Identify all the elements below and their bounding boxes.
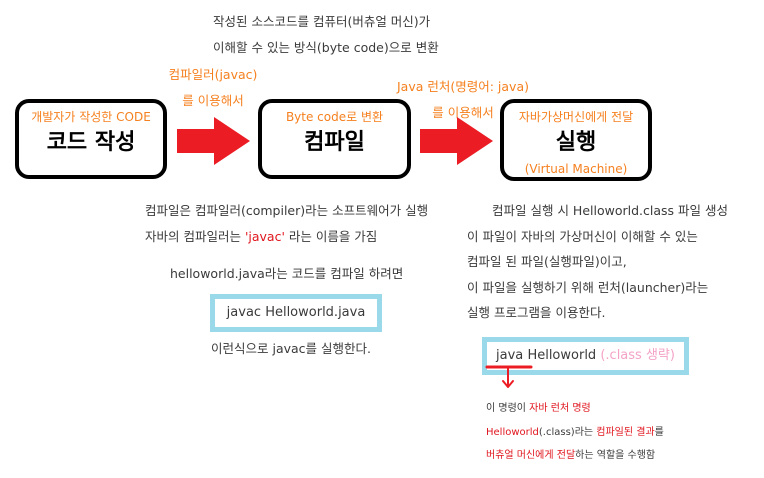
run-explanation-line: 이 파일을 실행하기 위해 런처(launcher)라는 xyxy=(467,279,709,295)
run-command-annotation: 이 명령이 자바 런처 명령 Helloworld(.class)라는 컴파일된… xyxy=(486,397,664,468)
step-subcaption: (Virtual Machine) xyxy=(524,162,628,176)
annotation-line: 버츄얼 머신에게 전달하는 역할을 수행함 xyxy=(486,444,664,468)
annotation-line: Helloworld(.class)라는 컴파일된 결과를 xyxy=(486,421,664,445)
run-tool-note-line: 를 이용해서 xyxy=(432,105,494,120)
step-run-box: 자바가상머신에게 전달 실행 (Virtual Machine) xyxy=(500,99,652,181)
annotation-line: 이 명령이 자바 런처 명령 xyxy=(486,397,664,421)
arrow-right-icon xyxy=(420,117,493,165)
compile-lead-text: helloworld.java라는 코드를 컴파일 하려면 xyxy=(170,266,404,281)
bytecode-note: 작성된 소스코드를 컴퓨터(버츄얼 머신)가 이해할 수 있는 방식(byte … xyxy=(213,9,439,61)
compile-explanation-line: 컴파일은 컴파일러(compiler)라는 소프트웨어가 실행 xyxy=(145,203,429,218)
run-command-keyword: java xyxy=(496,348,524,363)
run-command-argument: Helloworld xyxy=(527,348,597,363)
annotation-emphasis: 컴파일된 결과 xyxy=(596,426,655,438)
step-caption: Byte code로 변환 xyxy=(285,110,384,124)
compile-explanation-text: 라는 이름을 가짐 xyxy=(284,229,378,244)
compile-tail-text: 이런식으로 javac를 실행한다. xyxy=(211,341,371,356)
bytecode-note-line: 이해할 수 있는 방식(byte code)으로 변환 xyxy=(213,40,439,55)
arrow-down-icon xyxy=(485,365,533,388)
run-explanation-line: 컴파일 실행 시 Helloworld.class 파일 생성 xyxy=(492,203,728,218)
compile-command-box: javac Helloworld.java xyxy=(210,294,382,332)
compiler-name-highlight: 'javac' xyxy=(244,229,285,244)
step-write-code-box: 개발자가 작성한 CODE 코드 작성 xyxy=(15,99,167,179)
compile-explanation: 컴파일은 컴파일러(compiler)라는 소프트웨어가 실행 자바의 컴파일러… xyxy=(145,198,428,250)
compile-explanation-line: 자바의 컴파일러는 'javac' 라는 이름을 가짐 xyxy=(145,224,428,250)
step-caption: 개발자가 작성한 CODE xyxy=(31,110,151,124)
step-title: 코드 작성 xyxy=(46,130,136,155)
run-tool-note: Java 런처(명령어: java) 를 이용해서 xyxy=(388,74,538,126)
run-explanation-line: 실행 프로그램을 이용한다. xyxy=(467,305,606,320)
step-title: 컴파일 xyxy=(304,130,365,155)
run-explanation: 컴파일 실행 시 Helloworld.class 파일 생성 이 파일이 자바… xyxy=(467,198,728,326)
compile-tool-note-line: 를 이용해서 xyxy=(182,93,244,108)
compile-tool-note-line: 컴파일러(javac) xyxy=(168,67,258,82)
run-tool-note-line: Java 런처(명령어: java) xyxy=(396,79,529,94)
compile-tool-note: 컴파일러(javac) 를 이용해서 xyxy=(153,62,273,114)
arrow-right-icon xyxy=(177,117,250,165)
annotation-text: 하는 역할을 수행함 xyxy=(575,450,656,461)
compile-explanation-text: 자바의 컴파일러는 xyxy=(145,229,245,244)
annotation-emphasis: Helloworld xyxy=(486,426,539,438)
run-command-note: (.class 생략) xyxy=(600,348,675,363)
annotation-emphasis: 자바 런처 명령 xyxy=(529,403,591,414)
compile-command: javac Helloworld.java xyxy=(226,305,366,320)
run-explanation-line: 이 파일이 자바의 가상머신이 이해할 수 있는 xyxy=(467,228,698,244)
step-caption: 자바가상머신에게 전달 xyxy=(518,110,634,124)
annotation-text: 를 xyxy=(654,426,664,438)
step-compile-box: Byte code로 변환 컴파일 xyxy=(258,99,411,179)
annotation-text: (.class)라는 xyxy=(538,426,597,438)
annotation-text: 이 명령이 xyxy=(486,403,530,414)
annotation-emphasis: 버츄얼 머신에게 전달 xyxy=(486,450,576,461)
run-explanation-line: 컴파일 된 파일(실행파일)이고, xyxy=(467,254,627,269)
step-title: 실행 xyxy=(555,130,597,155)
bytecode-note-line: 작성된 소스코드를 컴퓨터(버츄얼 머신)가 xyxy=(213,14,431,29)
